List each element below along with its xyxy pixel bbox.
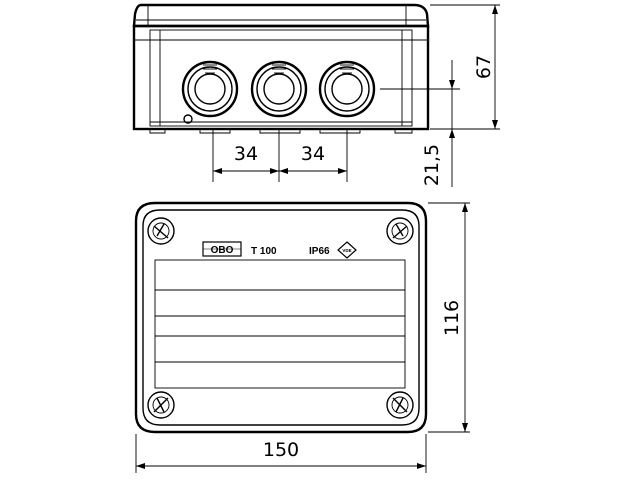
arrow-head (462, 203, 468, 212)
cable-entry (318, 60, 376, 118)
front-view: 67 21,5 34 34 (132, 3, 500, 187)
top-view: OBO T 100 IP66 VDE 116 150 (134, 201, 470, 473)
arrow-head (492, 5, 498, 14)
bottom-knock-outs (149, 129, 413, 134)
front-lid-outline (132, 3, 430, 28)
dim-width: 150 (263, 439, 299, 461)
vde-mark: VDE (337, 241, 357, 259)
protection-label: IP66 (309, 246, 330, 257)
corner-screw (386, 391, 414, 419)
dim-spacing-left: 34 (234, 143, 258, 165)
arrow-head (449, 129, 455, 138)
arrow-head (492, 120, 498, 129)
top-inner-outline (142, 209, 420, 426)
arrow-head (270, 168, 279, 174)
arrow-head (338, 168, 347, 174)
brand-text: OBO (211, 245, 234, 256)
top-outline (134, 201, 428, 434)
arrow-head (213, 168, 222, 174)
arrow-head (417, 463, 426, 469)
lid-panel (154, 259, 406, 389)
front-body-inner-frame (149, 29, 413, 127)
arrow-head (449, 80, 455, 89)
dim-height: 67 (473, 55, 495, 79)
cable-entry (181, 60, 239, 118)
arrow-head (279, 168, 288, 174)
dim-depth: 116 (441, 300, 463, 336)
drain-hole (183, 114, 193, 124)
vde-text: VDE (342, 248, 351, 253)
model-label: T 100 (251, 246, 277, 257)
corner-screw (147, 391, 175, 419)
brand-logo: OBO (202, 241, 242, 257)
corner-screw (147, 217, 175, 245)
corner-screw (386, 217, 414, 245)
front-body-outline (132, 24, 430, 131)
dim-offset: 21,5 (421, 144, 443, 186)
dim-spacing-right: 34 (301, 143, 325, 165)
arrow-head (136, 463, 145, 469)
cable-entry (250, 60, 308, 118)
arrow-head (462, 423, 468, 432)
